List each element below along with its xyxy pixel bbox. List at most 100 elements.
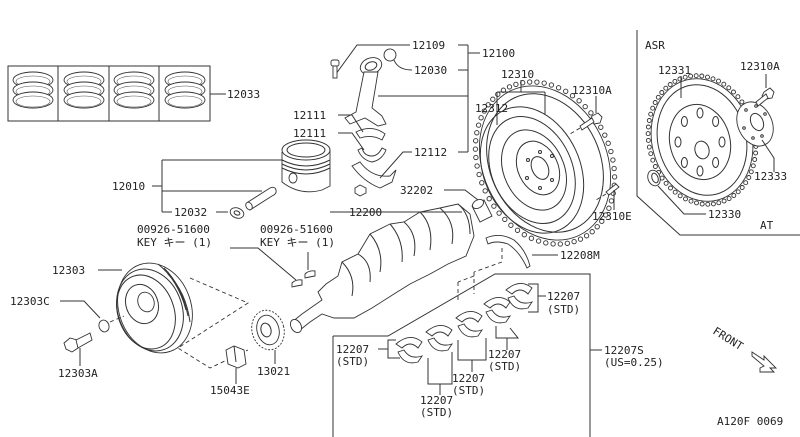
connecting-rod-bolt[interactable]	[330, 44, 410, 79]
drive-plate-tooth	[693, 73, 699, 79]
label-12303A: 12303A	[58, 367, 98, 380]
drive-plate-tooth	[688, 198, 694, 204]
drive-plate-tooth	[645, 124, 651, 130]
main-bearing-shell[interactable]	[505, 283, 534, 310]
label-12303C: 12303C	[10, 295, 50, 308]
drive-plate-tooth	[752, 157, 758, 162]
ring-gear-tooth	[571, 238, 577, 245]
ring-gear-tooth	[611, 174, 618, 180]
label-12207-e-note: (STD)	[488, 360, 521, 373]
flywheel-bolt[interactable]	[569, 112, 603, 135]
label-12310A-asr: 12310A	[740, 60, 780, 73]
ring-gear-tooth	[557, 241, 563, 247]
ring-gear-tooth	[610, 157, 616, 163]
ring-gear-tooth	[608, 198, 615, 204]
crankshaft-sprocket[interactable]	[247, 307, 288, 354]
label-key1-part: 00926-51600	[137, 223, 210, 236]
label-12310E: 12310E	[592, 210, 632, 223]
drive-plate-tooth	[648, 151, 654, 157]
ring-gear-tooth	[491, 203, 497, 209]
drive-plate-tooth	[721, 198, 727, 204]
drive-plate-tooth	[743, 180, 749, 186]
label-12207-c-note: (STD)	[420, 406, 453, 419]
thrust-washer[interactable]	[485, 235, 531, 269]
piston-pin[interactable]	[244, 186, 277, 211]
drive-plate[interactable]	[638, 67, 767, 213]
connecting-rod-bearing-lower[interactable]	[357, 147, 387, 163]
label-12010: 12010	[112, 180, 145, 193]
figure-code: A120F 0069	[717, 415, 783, 428]
ring-gear-tooth	[603, 212, 609, 218]
connecting-rod-bearing-upper[interactable]	[355, 128, 386, 141]
ring-gear-tooth	[535, 238, 542, 244]
drive-plate-tooth	[750, 163, 756, 169]
label-12207-c: 12207	[420, 394, 453, 407]
ring-gear-tooth	[496, 210, 502, 216]
piston[interactable]	[281, 139, 331, 193]
flywheel[interactable]	[455, 64, 635, 261]
crankshaft-pulley[interactable]	[105, 252, 204, 363]
label-12207S-note: (US=0.25)	[604, 356, 664, 369]
drive-plate-hole	[674, 136, 682, 148]
label-12333: 12333	[754, 170, 787, 183]
drive-plate-tooth	[746, 175, 752, 180]
spacer-ring[interactable]	[646, 168, 663, 187]
oil-pump-spacer[interactable]	[225, 345, 247, 369]
drive-plate-tooth	[699, 201, 705, 207]
main-bearing-shell[interactable]	[395, 337, 424, 364]
drive-plate-bolt[interactable]	[755, 87, 775, 107]
ring-gear-tooth	[528, 235, 535, 241]
label-12207-e: 12207	[488, 348, 521, 361]
label-12207-a: 12207	[547, 290, 580, 303]
ring-gear-tooth	[514, 227, 521, 233]
label-12331: 12331	[658, 64, 691, 77]
pulley-washer[interactable]	[97, 315, 125, 333]
crankshaft[interactable]	[288, 203, 475, 335]
label-12310: 12310	[501, 68, 534, 81]
ring-gear-tooth	[478, 115, 484, 121]
ring-gear-tooth	[486, 196, 492, 202]
crankshaft-key-2[interactable]	[304, 270, 316, 279]
piston-pin-snap-ring[interactable]	[229, 206, 246, 220]
ring-gear-tooth	[605, 140, 611, 146]
label-12207-a-note: (STD)	[547, 303, 580, 316]
label-12109: 12109	[412, 39, 445, 52]
ring-gear-tooth	[473, 154, 479, 161]
drive-plate-tooth	[710, 201, 716, 207]
piston-ring-set[interactable]	[7, 65, 226, 122]
label-12207-b: 12207	[336, 343, 369, 356]
connecting-rod-cap[interactable]	[351, 161, 397, 197]
drive-plate-tooth	[650, 105, 656, 111]
label-key2-desc: KEY キー (1)	[260, 236, 335, 249]
reinforcement-plate[interactable]	[730, 96, 780, 152]
ring-gear-tooth	[506, 84, 513, 90]
drive-plate-tooth	[682, 74, 688, 80]
ring-gear-tooth	[475, 122, 482, 128]
main-bearing-shell[interactable]	[455, 311, 484, 338]
label-at: AT	[760, 219, 774, 232]
ring-gear-tooth	[495, 91, 501, 97]
drive-plate-tooth	[652, 164, 658, 169]
pilot-bushing[interactable]	[471, 198, 493, 223]
drive-plate-tooth	[663, 180, 669, 186]
crankshaft-key-1[interactable]	[291, 279, 303, 288]
drive-plate-tooth	[716, 78, 721, 84]
flywheel-dowel-pin[interactable]	[595, 183, 620, 201]
drive-plate-tooth	[699, 73, 705, 79]
main-bearing-shell[interactable]	[425, 325, 454, 352]
drive-plate-tooth	[721, 81, 727, 87]
ring-gear-tooth	[502, 216, 508, 223]
label-12032: 12032	[174, 206, 207, 219]
pulley-bolt[interactable]	[63, 332, 93, 353]
piston-pin-bushing[interactable]	[382, 47, 413, 71]
main-bearing-shell[interactable]	[483, 297, 512, 324]
connecting-rod[interactable]	[344, 55, 387, 127]
label-12112: 12112	[414, 146, 447, 159]
ring-gear-tooth	[564, 240, 570, 246]
drive-plate-tooth	[646, 144, 652, 150]
ring-gear-tooth	[569, 93, 576, 99]
ring-gear-tooth	[611, 165, 617, 172]
drive-plate-tooth	[655, 94, 661, 100]
drive-plate-tooth	[731, 89, 736, 95]
drive-plate-tooth	[739, 99, 745, 105]
